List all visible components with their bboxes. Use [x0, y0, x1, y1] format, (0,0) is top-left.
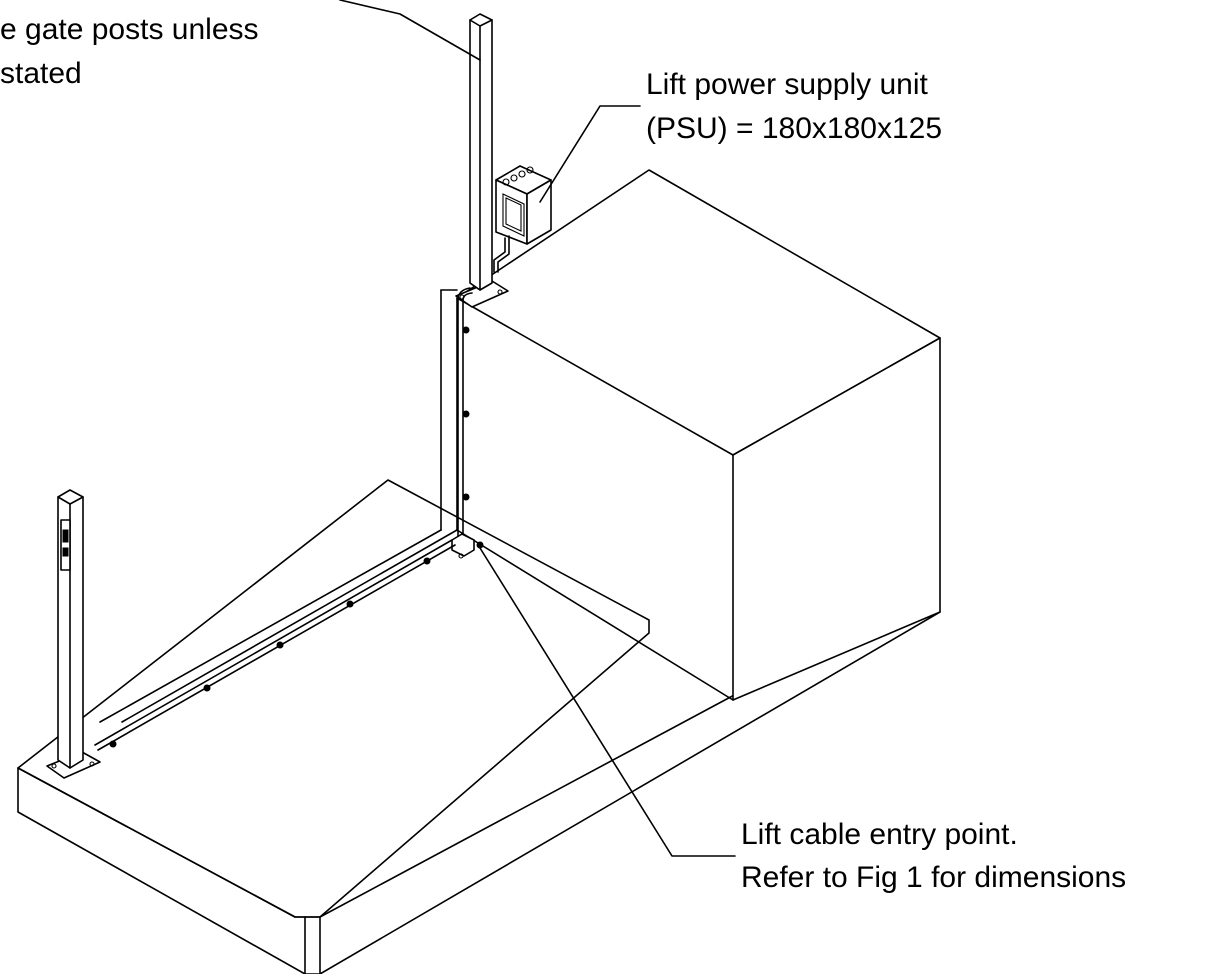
annotation-psu-line2: (PSU) = 180x180x125 — [646, 112, 943, 145]
leader-cable-entry — [479, 547, 736, 857]
annotation-cable-entry-line1: Lift cable entry point. — [741, 818, 1018, 851]
conduit-clip — [276, 641, 284, 649]
conduit-clip — [462, 410, 470, 418]
conduit-clip — [462, 493, 470, 501]
raised-block — [99, 169, 941, 723]
annotation-psu-line1: Lift power supply unit — [646, 68, 928, 101]
conduit-clip — [203, 684, 211, 692]
conduit-clip — [109, 740, 117, 748]
leader-lines — [339, 0, 736, 857]
annotation-cable-entry-line2: Refer to Fig 1 for dimensions — [741, 861, 1127, 894]
base-slab — [17, 479, 941, 974]
lower-gate-post — [46, 489, 101, 779]
conduit-clip — [462, 326, 470, 334]
upper-gate-post — [455, 13, 509, 308]
conduit-clip — [423, 557, 431, 565]
annotation-top-left-line2: stated — [0, 57, 82, 90]
conduit-clip — [346, 600, 354, 608]
psu-box — [493, 165, 552, 273]
horizontal-conduit — [94, 539, 456, 751]
junction-box — [451, 533, 484, 559]
vertical-conduit — [457, 287, 473, 541]
leader-top-left — [339, 0, 481, 61]
annotation-top-left-line1: e gate posts unless — [0, 13, 259, 46]
leader-psu — [539, 105, 641, 203]
